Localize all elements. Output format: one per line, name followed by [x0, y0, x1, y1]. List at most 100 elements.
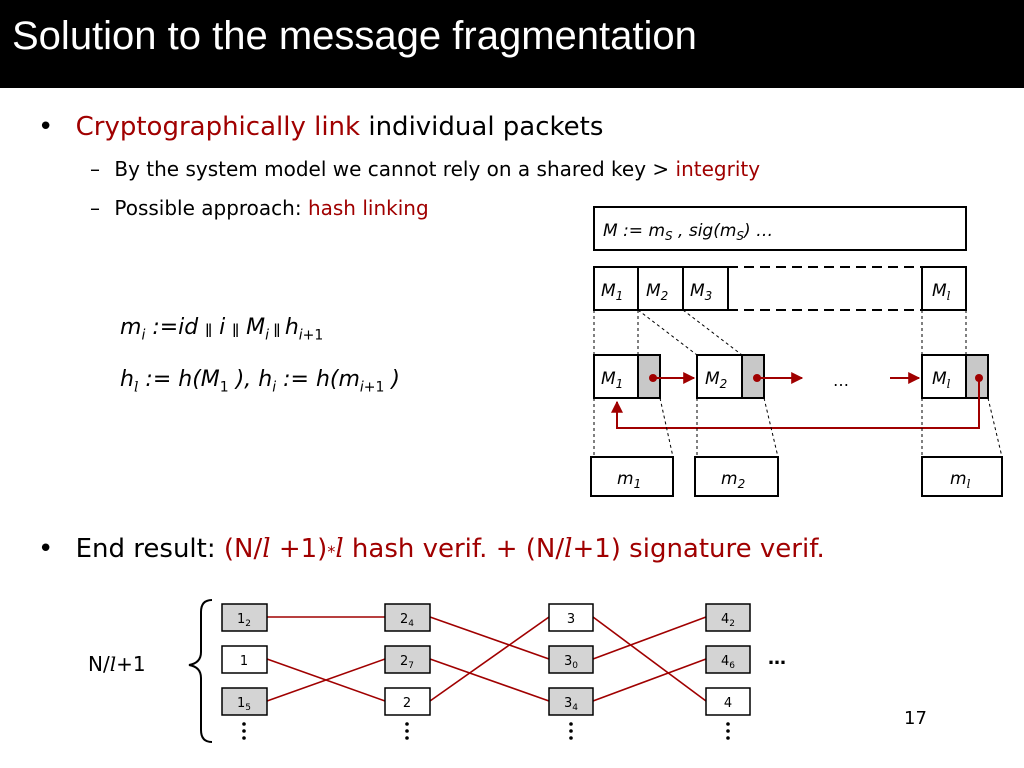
- graph-column-1: 12 1 15: [221, 603, 268, 716]
- bullet-2-label: End result:: [75, 534, 216, 564]
- bullet-1-text: individual packets: [368, 112, 604, 142]
- eq1-i: i: [212, 315, 233, 340]
- column-ellipsis: [242, 722, 730, 740]
- linked-row: M1 M2 Ml …: [593, 354, 989, 399]
- node-label: 15: [237, 696, 251, 713]
- formula-l: l: [335, 534, 344, 564]
- sub-bullet-2-text: Possible approach:: [114, 196, 302, 220]
- fragment-label: Ml: [932, 281, 951, 303]
- formula-l: l: [262, 534, 271, 564]
- group-count-label: N/l+1: [88, 652, 146, 676]
- sub-bullet-1-highlight: integrity: [675, 157, 761, 181]
- fragment-label: M1: [601, 281, 623, 303]
- graph-column-4: 42 46 4: [705, 603, 751, 716]
- formula-l: l: [564, 534, 573, 564]
- linked-label: Ml: [932, 369, 951, 391]
- eq1-sep: ǁ: [232, 322, 240, 338]
- linked-box: [696, 354, 743, 399]
- node-label: 3: [567, 612, 575, 627]
- sub-bullet-1: – By the system model we cannot rely on …: [90, 157, 760, 181]
- formula-part: (N/: [223, 534, 263, 564]
- signature-label: M := mS , sig(mS) …: [603, 221, 773, 243]
- eq1-m: m: [120, 315, 142, 340]
- packet-label: ml: [950, 469, 971, 491]
- brace: [188, 599, 213, 743]
- sub-bullet-1-text: By the system model we cannot rely on a …: [114, 157, 670, 181]
- node-label: 30: [564, 654, 578, 671]
- node-label: 2: [403, 696, 411, 711]
- eq2-part-d: ): [384, 367, 401, 392]
- graph-node: [705, 687, 751, 716]
- eq2-part-c: := h(m: [276, 367, 360, 392]
- packet-box: [921, 456, 1003, 497]
- eq2-h: h: [120, 367, 134, 392]
- eq1-h: h: [284, 315, 299, 340]
- hash-links: [611, 372, 980, 429]
- title-bar: [0, 0, 1024, 88]
- fragment-box: [921, 266, 967, 311]
- graph-node: [548, 603, 594, 632]
- node-label: 42: [721, 612, 735, 629]
- graph-node: [384, 603, 431, 632]
- eq1-plus1: +1: [302, 327, 324, 344]
- eq1-sep: ǁ: [205, 322, 213, 338]
- eq1-sep: ǁ: [269, 322, 285, 338]
- eq1-sub-i: i: [265, 327, 270, 344]
- graph-edges: [266, 616, 707, 702]
- hash-dots: [649, 374, 983, 382]
- graph-node: [221, 687, 268, 716]
- hash-cell: [741, 354, 765, 399]
- equation-2: hl := h(M1 ), hi := h(mi+1 ): [120, 367, 400, 395]
- graph-node: [548, 687, 594, 716]
- bullet-1-highlight: Cryptographically link: [75, 112, 361, 142]
- eq2-part-a: := h(M: [138, 367, 220, 392]
- page-number: 17: [904, 708, 927, 729]
- node-label: 24: [400, 612, 414, 629]
- bullet-dot: •: [38, 534, 54, 564]
- node-label: 34: [564, 696, 578, 713]
- formula-part: +1): [270, 534, 328, 564]
- node-label: 27: [400, 654, 414, 671]
- node-label: 4: [724, 696, 732, 711]
- equation-1: mi :=id ǁ i ǁ Mi ǁ hi+1: [120, 315, 323, 343]
- linked-label: M2: [705, 369, 727, 391]
- dash: –: [90, 196, 100, 220]
- packet-row: m1 m2 ml: [590, 456, 1003, 497]
- formula-star: *: [327, 542, 336, 561]
- linked-box: [593, 354, 639, 399]
- eq2-sub-i: i: [272, 379, 277, 396]
- sub-bullet-2: – Possible approach: hash linking: [90, 196, 429, 220]
- graph-node: [548, 645, 594, 674]
- graph-column-3: 3 30 34: [548, 603, 594, 716]
- eq2-part-b: ), h: [228, 367, 273, 392]
- eq2-sub-1: 1: [219, 379, 229, 396]
- packet-box: [590, 456, 674, 497]
- eq1-sub-i: i: [141, 327, 146, 344]
- graph-node: [705, 603, 751, 632]
- sub-bullet-2-highlight: hash linking: [307, 196, 429, 220]
- guide-lines: [593, 397, 1003, 458]
- fragment-label: M2: [646, 281, 668, 303]
- node-label: 12: [237, 612, 251, 629]
- fragment-box: [593, 266, 639, 311]
- linked-ellipsis: …: [833, 371, 849, 390]
- eq1-def: :=id: [145, 315, 206, 340]
- formula-part: hash verif. + (N/: [343, 534, 565, 564]
- graph-column-2: 24 27 2: [384, 603, 431, 716]
- formula-part: +1) signature verif.: [572, 534, 825, 564]
- guide-lines: [593, 309, 967, 356]
- graph-node: [384, 645, 431, 674]
- bullet-2: • End result: (N/l +1)*l hash verif. + (…: [38, 534, 825, 564]
- slide-title: Solution to the message fragmentation: [12, 14, 697, 58]
- fragment-label: M3: [690, 281, 712, 303]
- packet-label: m1: [617, 469, 641, 491]
- eq1-sub-i: i: [298, 327, 303, 344]
- graph-node: [705, 645, 751, 674]
- packet-label: m2: [721, 469, 745, 491]
- bullet-1: • Cryptographically link individual pack…: [38, 112, 603, 142]
- hash-cell: [637, 354, 661, 399]
- eq1-M: M: [239, 315, 266, 340]
- fragment-box: [682, 266, 729, 311]
